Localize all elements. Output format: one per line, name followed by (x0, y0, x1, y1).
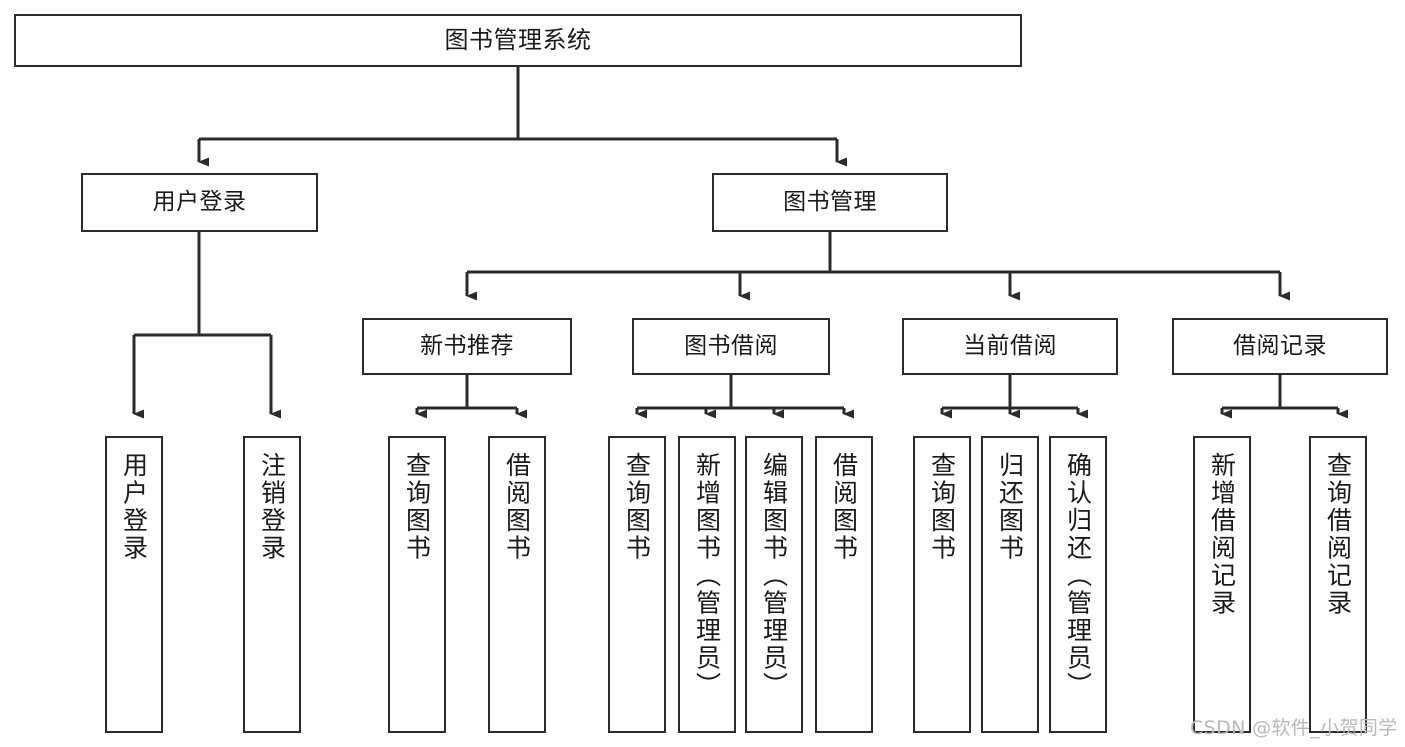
leaf-borrow-record-add-record[interactable]: 新增借阅记录 (1193, 436, 1251, 733)
leaf-current-borrow-return-book[interactable]: 归还图书 (981, 436, 1039, 733)
node-root-library-management-system[interactable]: 图书管理系统 (14, 14, 1022, 67)
node-label: 图书管理 (783, 188, 877, 215)
node-label: 查询图书 (622, 452, 652, 562)
node-book-borrow[interactable]: 图书借阅 (632, 318, 830, 375)
node-label: 编辑图书（管理员） (759, 452, 789, 700)
leaf-user-login-logout[interactable]: 注销登录 (243, 436, 301, 733)
node-label: 用户登录 (152, 188, 247, 215)
node-label: 借阅图书 (502, 452, 532, 562)
csdn-watermark: CSDN @软件_小贺同学 (1190, 717, 1398, 739)
node-book-management[interactable]: 图书管理 (712, 173, 948, 232)
node-label: 新增借阅记录 (1207, 452, 1237, 617)
leaf-borrow-record-query-record[interactable]: 查询借阅记录 (1309, 436, 1367, 733)
leaf-book-borrow-query-book[interactable]: 查询图书 (608, 436, 666, 733)
node-label: 借阅记录 (1233, 332, 1327, 359)
node-label: 新书推荐 (420, 332, 514, 359)
node-label: 图书借阅 (684, 332, 778, 359)
node-current-borrow[interactable]: 当前借阅 (902, 318, 1118, 375)
node-label: 借阅图书 (829, 452, 859, 562)
node-new-book-recommendation[interactable]: 新书推荐 (362, 318, 572, 375)
node-user-login[interactable]: 用户登录 (81, 173, 318, 232)
node-label: 查询图书 (927, 452, 957, 562)
node-label: 查询借阅记录 (1323, 452, 1353, 617)
leaf-new-book-borrow-book[interactable]: 借阅图书 (488, 436, 546, 733)
node-label: 新增图书（管理员） (692, 452, 722, 700)
node-label: 归还图书 (995, 452, 1025, 562)
node-label: 查询图书 (402, 452, 432, 562)
node-label: 当前借阅 (963, 332, 1057, 359)
leaf-new-book-query-book[interactable]: 查询图书 (388, 436, 446, 733)
node-borrow-record[interactable]: 借阅记录 (1172, 318, 1388, 375)
node-label: 注销登录 (257, 452, 287, 562)
node-label: 用户登录 (119, 452, 149, 562)
leaf-user-login-login[interactable]: 用户登录 (105, 436, 163, 733)
leaf-current-borrow-query-book[interactable]: 查询图书 (913, 436, 971, 733)
leaf-book-borrow-edit-book-admin[interactable]: 编辑图书（管理员） (745, 436, 803, 733)
node-label: 确认归还（管理员） (1063, 452, 1093, 700)
leaf-book-borrow-add-book-admin[interactable]: 新增图书（管理员） (678, 436, 736, 733)
node-label: 图书管理系统 (444, 26, 592, 55)
leaf-current-borrow-confirm-return-admin[interactable]: 确认归还（管理员） (1049, 436, 1107, 733)
leaf-book-borrow-borrow-book[interactable]: 借阅图书 (815, 436, 873, 733)
